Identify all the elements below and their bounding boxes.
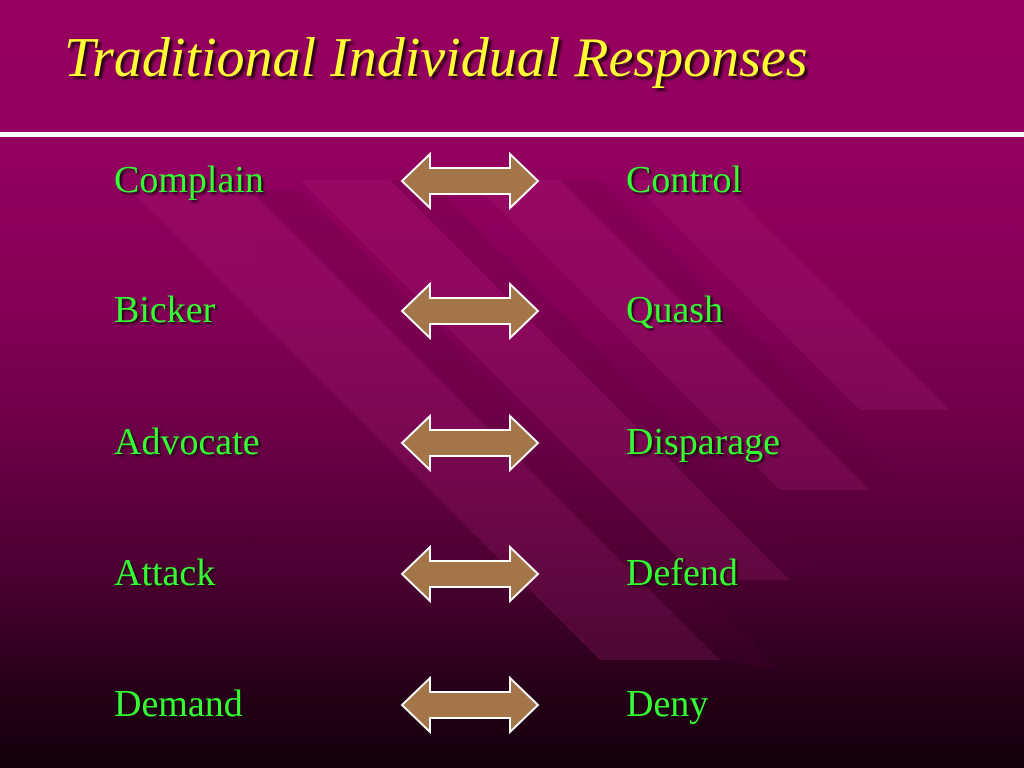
- response-term-right: Disparage: [626, 421, 781, 463]
- title-divider: [0, 132, 1024, 137]
- double-arrow-icon: [400, 676, 540, 734]
- response-term-left: Advocate: [114, 421, 260, 463]
- response-term-left: Bicker: [114, 289, 216, 331]
- response-term-left: Complain: [114, 159, 264, 201]
- response-pair-row: Attack Defend: [0, 543, 1024, 603]
- response-pair-row: Bicker Quash: [0, 280, 1024, 340]
- double-arrow-icon: [400, 414, 540, 472]
- response-term-left: Demand: [114, 683, 243, 725]
- double-arrow-icon: [400, 545, 540, 603]
- response-term-right: Deny: [626, 683, 709, 725]
- response-term-right: Quash: [626, 289, 724, 331]
- response-pair-row: Advocate Disparage: [0, 412, 1024, 472]
- double-arrow-icon: [400, 152, 540, 210]
- double-arrow-icon: [400, 282, 540, 340]
- response-pair-row: Demand Deny: [0, 674, 1024, 734]
- response-term-right: Control: [626, 159, 743, 201]
- response-pair-row: Complain Control: [0, 150, 1024, 210]
- slide-title: Traditional Individual Responses: [64, 27, 808, 89]
- response-term-left: Attack: [114, 552, 216, 594]
- response-term-right: Defend: [626, 552, 738, 594]
